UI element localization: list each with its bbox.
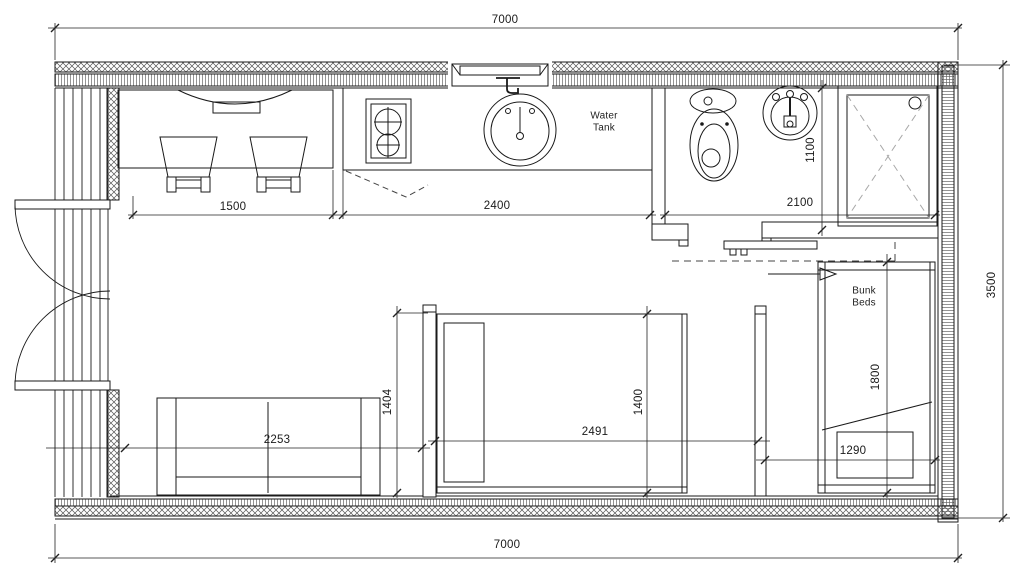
dining-table <box>117 89 334 169</box>
bunk-pillow <box>836 431 914 479</box>
dining-chair-1 <box>159 136 218 193</box>
sliding-door-track-dashed <box>672 241 896 262</box>
dim-label-sofa-zone-depth: 1404 <box>382 388 394 416</box>
bed-pillow <box>443 322 485 483</box>
dim-label-kitchen-width: 2400 <box>483 200 511 212</box>
bathroom-basin <box>762 85 818 141</box>
shower <box>837 85 938 227</box>
fold-line-dashed <box>345 170 429 198</box>
bunk-beds-label-line1: Bunk <box>852 285 876 297</box>
bathroom-walls <box>651 87 939 247</box>
bunk-ladder-line <box>821 401 933 431</box>
double-entry-doors <box>14 199 111 391</box>
bunk-beds-label-line2: Beds <box>852 297 876 308</box>
dim-label-dining-width: 1500 <box>219 201 247 213</box>
partition-bedroom-bunk <box>754 305 767 497</box>
water-tank-label-line2: Tank <box>593 122 615 133</box>
partition-living-bedroom <box>422 304 437 498</box>
bunk-beds-label: Bunk Beds <box>852 286 876 309</box>
kitchen-window <box>448 61 552 94</box>
dim-label-bed-zone-depth: 1400 <box>633 388 645 416</box>
bunk-bed <box>817 261 936 494</box>
dim-label-bunk-bed-length: 1800 <box>870 363 882 391</box>
stove-cooktop <box>365 98 412 164</box>
water-tank-label-line1: Water <box>590 110 618 122</box>
sofa <box>156 397 381 496</box>
right-wall <box>937 61 959 523</box>
slide-direction-arrow <box>768 267 838 281</box>
kitchen-sink <box>483 93 557 167</box>
water-tank-label: Water Tank <box>590 111 617 134</box>
wall-faucet-icon <box>496 77 520 94</box>
dim-label-bathroom-width: 2100 <box>786 197 814 209</box>
dim-label-bathroom-depth: 1100 <box>805 137 817 163</box>
dining-chair-2 <box>249 136 308 193</box>
dimension-lines <box>46 23 1010 563</box>
fold-down-table <box>177 89 293 114</box>
dim-label-overall-depth: 3500 <box>986 271 998 299</box>
dim-label-bunk-bed-width: 1290 <box>839 445 867 457</box>
sliding-door-panel <box>723 240 818 256</box>
double-bed <box>436 313 688 494</box>
left-interior-wall <box>106 87 120 498</box>
dim-label-sofa-width: 2253 <box>263 434 291 446</box>
toilet <box>689 88 739 182</box>
dim-label-overall-width-top: 7000 <box>491 14 519 26</box>
dim-label-bed-width: 2491 <box>581 426 609 438</box>
left-deck-slats <box>54 88 109 497</box>
dim-label-overall-width-bottom: 7000 <box>493 539 521 551</box>
bottom-wall <box>54 495 959 520</box>
